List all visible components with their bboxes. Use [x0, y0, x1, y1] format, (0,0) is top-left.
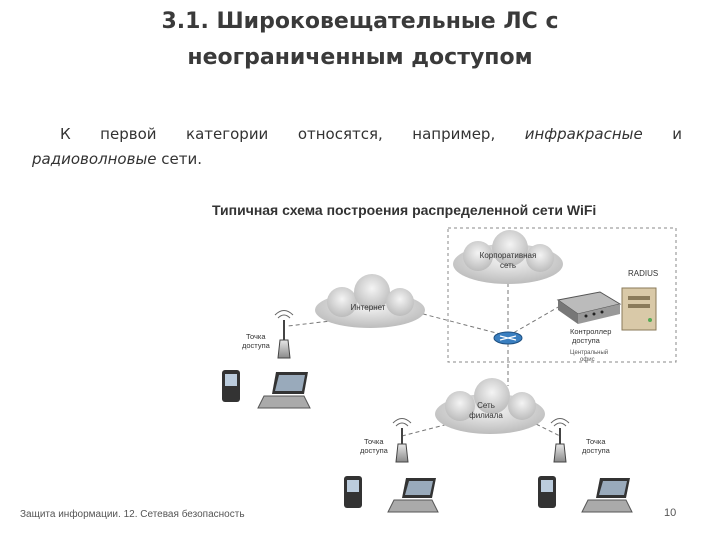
- word-example: например,: [412, 122, 495, 147]
- router-icon: [494, 332, 522, 344]
- laptop-bottom-right-icon: [582, 478, 632, 512]
- slide-title: 3.1. Широковещательные ЛС с неограниченн…: [60, 4, 660, 76]
- phone-bottom-left-icon: [344, 476, 362, 508]
- ap-bottom-left-label-1: Точка: [364, 437, 384, 446]
- branch-net-label-1: Сеть: [477, 401, 495, 410]
- page-number: 10: [664, 507, 676, 519]
- ap-bottom-right-label-2: доступа: [582, 446, 611, 455]
- controller-label-1: Контроллер: [570, 327, 611, 336]
- phone-left-icon: [222, 370, 240, 402]
- internet-label: Интернет: [351, 303, 386, 312]
- controller-sub-1: Центральный: [570, 349, 608, 356]
- access-point-bottom-right-icon: [551, 419, 569, 463]
- term-infrared: инфракрасные: [525, 122, 643, 147]
- access-point-left-icon: [275, 311, 293, 359]
- paragraph-line-2: радиоволновые сети.: [32, 147, 682, 172]
- ap-bottom-left-label-2: доступа: [360, 446, 389, 455]
- radius-server-icon: [622, 288, 656, 330]
- diagram-heading: Типичная схема построения распределенной…: [212, 202, 596, 218]
- word-and: и: [672, 122, 682, 147]
- ap-left-label-1: Точка: [246, 332, 266, 341]
- controller-sub-2: офис: [580, 357, 595, 363]
- branch-network-cloud: Сеть филиала: [435, 378, 545, 434]
- internet-cloud: Интернет: [315, 274, 425, 328]
- body-paragraph: К первой категории относятся, например, …: [32, 122, 682, 172]
- ap-bottom-right-label-1: Точка: [586, 437, 606, 446]
- access-controller-icon: [558, 292, 620, 324]
- title-line-1: 3.1. Широковещательные ЛС с: [60, 4, 660, 40]
- branch-net-label-2: филиала: [469, 411, 503, 420]
- slide-footer: Защита информации. 12. Сетевая безопасно…: [20, 509, 245, 520]
- paragraph-line-1: К первой категории относятся, например, …: [32, 122, 682, 147]
- laptop-left-icon: [258, 372, 310, 408]
- term-radio: радиоволновые: [32, 150, 157, 168]
- wifi-diagram: Типичная схема построения распределенной…: [210, 196, 688, 520]
- corp-net-label-2: сеть: [500, 261, 516, 270]
- radius-label: RADIUS: [628, 269, 658, 278]
- word-first: первой: [100, 122, 156, 147]
- diagram-svg: Типичная схема построения распределенной…: [210, 196, 688, 520]
- controller-label-2: доступа: [572, 336, 601, 345]
- word-category: категории: [186, 122, 268, 147]
- text-networks: сети.: [157, 150, 203, 168]
- word-k: К: [60, 122, 71, 147]
- laptop-bottom-left-icon: [388, 478, 438, 512]
- corporate-network-cloud: Корпоративная сеть: [453, 230, 563, 284]
- word-belong: относятся,: [298, 122, 383, 147]
- title-line-2: неограниченным доступом: [60, 40, 660, 76]
- corp-net-label-1: Корпоративная: [480, 251, 537, 260]
- access-point-bottom-left-icon: [393, 419, 411, 463]
- phone-bottom-right-icon: [538, 476, 556, 508]
- ap-left-label-2: доступа: [242, 341, 271, 350]
